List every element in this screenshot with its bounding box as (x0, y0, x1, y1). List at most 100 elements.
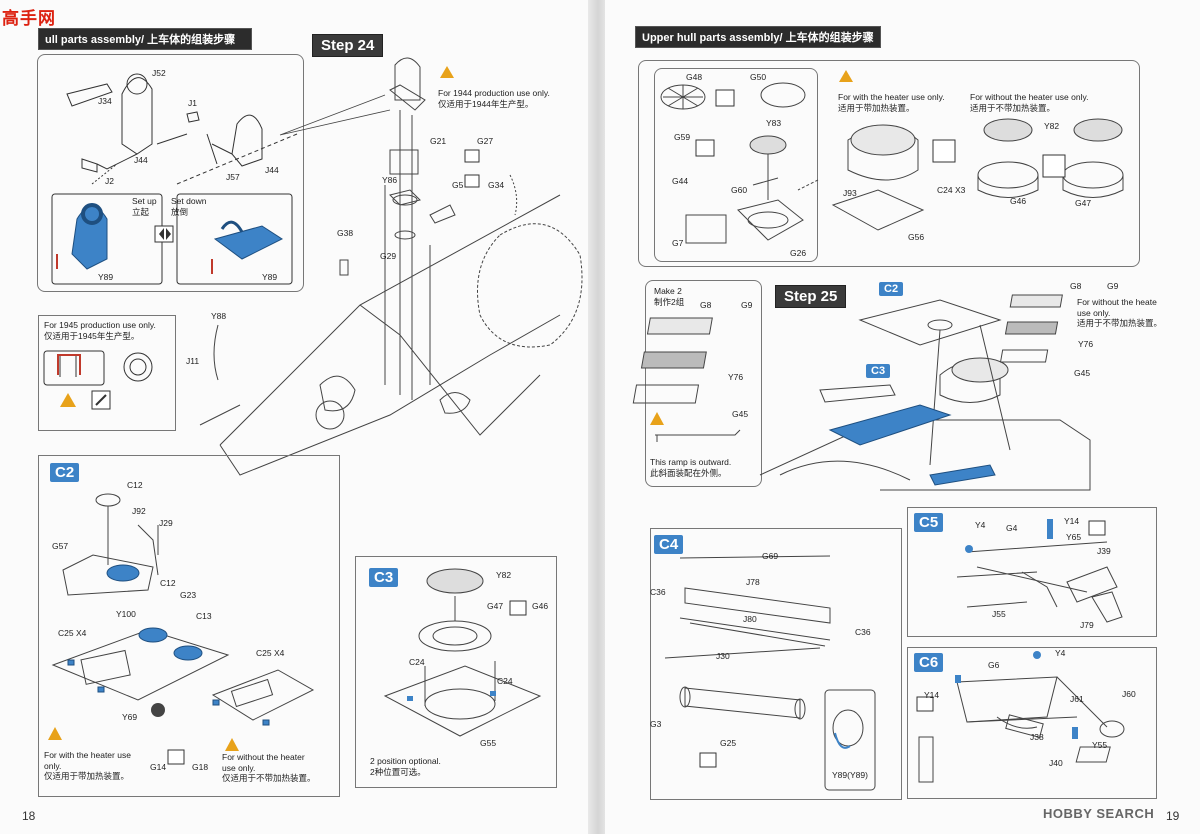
with-heater-text-right-cn: 适用于带加热装置。 (838, 102, 915, 113)
c3-badge-right: C3 (866, 364, 891, 378)
1945-note-text-cn: 仅适用于1945年生产型。 (44, 330, 140, 341)
part-J92: J92 (132, 506, 146, 516)
part-G47-right: G47 (1075, 198, 1092, 208)
part-J38: J38 (1030, 732, 1044, 742)
make2-drawing (632, 317, 741, 442)
part-Y100: Y100 (116, 609, 136, 619)
left-top-drawing (51, 73, 298, 285)
part-C24X3: C24 X3 (937, 185, 966, 195)
with-heater-note-left: For with the heater use only. 仅适用于带加热装置。 (44, 750, 134, 782)
part-G47-left: G47 (487, 601, 504, 611)
step24-main-drawing (199, 57, 583, 476)
part-C25X4a: C25 X4 (58, 628, 87, 638)
c6-frame (907, 647, 1157, 799)
part-G23: G23 (180, 590, 197, 600)
1944-note: For 1944 production use only. 仅适用于1944年生… (438, 88, 550, 109)
part-G69: G69 (762, 551, 779, 561)
part-G4: G4 (1006, 523, 1018, 533)
step-24-title: Step 24 (312, 34, 384, 57)
position-optional-note: 2 position optional. 2种位置可选。 (370, 756, 441, 777)
warning-icon (440, 66, 454, 78)
1944-note-text: For 1944 production use only. (438, 88, 550, 98)
part-J61: J61 (1070, 694, 1084, 704)
c3-badge-left: C3 (369, 568, 399, 587)
part-G55: G55 (480, 738, 497, 748)
part-Y65: Y65 (1066, 532, 1082, 542)
position-optional-text: 2 position optional. (370, 756, 441, 766)
part-Y76a: Y76 (728, 372, 744, 382)
without-heater2-text: For without the heate use only. (1077, 297, 1157, 318)
part-G9a: G9 (741, 300, 753, 310)
part-J34: J34 (98, 96, 112, 106)
part-G59: G59 (674, 132, 691, 142)
part-Y82-right: Y82 (1044, 121, 1060, 131)
part-G44: G44 (672, 176, 689, 186)
part-G45a: G45 (732, 409, 749, 419)
part-J11: J11 (186, 356, 200, 366)
with-heater-text-right: For with the heater use only. (838, 92, 945, 102)
make2-frame (645, 280, 762, 487)
step-25-title: Step 25 (775, 285, 847, 308)
part-G8a: G8 (700, 300, 712, 310)
without-heater-text-right: For without the heater use only. (970, 92, 1089, 102)
without-heater-note-right2: For without the heate use only. 适用于不带加热装… (1077, 297, 1172, 329)
part-G27: G27 (477, 136, 494, 146)
without-heater-text-left: For without the heater use only. (222, 752, 305, 773)
part-J29: J29 (159, 518, 173, 528)
part-G18: G18 (192, 762, 209, 772)
part-G29: G29 (380, 251, 397, 261)
part-G9b: G9 (1107, 281, 1119, 291)
part-G6: G6 (988, 660, 1000, 670)
page-gutter (588, 0, 608, 834)
part-G26: G26 (790, 248, 807, 258)
part-C25X4b: C25 X4 (256, 648, 285, 658)
1944-note-text-cn: 仅适用于1944年生产型。 (438, 98, 534, 109)
watermark-text: HOBBY SEARCH (1043, 806, 1155, 821)
with-heater-text-left: For with the heater use only. (44, 750, 131, 771)
part-G21: G21 (430, 136, 447, 146)
part-J44a: J44 (134, 155, 148, 165)
c6-drawing (916, 651, 1125, 783)
set-up-note: Set up 立起 (132, 196, 157, 217)
part-J30: J30 (716, 651, 730, 661)
part-G57: G57 (52, 541, 69, 551)
1945-note-text: For 1945 production use only. (44, 320, 156, 330)
step25-main-drawing (759, 294, 1091, 491)
part-J52: J52 (152, 68, 166, 78)
part-J60: J60 (1122, 689, 1136, 699)
part-G46-right: G46 (1010, 196, 1027, 206)
right-top-subframe (654, 68, 818, 262)
ramp-text: This ramp is outward. (650, 457, 732, 467)
part-J44b: J44 (265, 165, 279, 175)
set-down-text-cn: 放倒 (171, 206, 189, 217)
right-page-number: 19 (1166, 809, 1180, 823)
part-Y88: Y88 (211, 311, 227, 321)
set-up-text-cn: 立起 (132, 206, 150, 217)
part-Y82-left: Y82 (496, 570, 512, 580)
without-heater2-text-cn: 适用于不带加热装置。 (1077, 318, 1163, 329)
part-G8b: G8 (1070, 281, 1082, 291)
part-C36a: C36 (650, 587, 666, 597)
without-heater-note-right: For without the heater use only. 适用于不带加热… (970, 92, 1088, 113)
part-G34: G34 (488, 180, 505, 190)
part-J39: J39 (1097, 546, 1111, 556)
part-J57: J57 (226, 172, 240, 182)
site-logo: 高手网 (2, 4, 62, 30)
set-down-note: Set down 放倒 (171, 196, 206, 217)
part-G46-left: G46 (532, 601, 549, 611)
part-G25: G25 (720, 738, 737, 748)
part-C24b-left: C24 (497, 676, 513, 686)
c5-badge: C5 (914, 513, 944, 532)
part-C12a: C12 (127, 480, 143, 490)
left-page-number: 18 (22, 809, 36, 823)
part-G7: G7 (672, 238, 684, 248)
1945-note-frame (38, 315, 176, 431)
right-top-frame (638, 60, 1140, 267)
c4-drawing (664, 555, 876, 791)
part-J79: J79 (1080, 620, 1094, 630)
part-Y4a: Y4 (975, 520, 986, 530)
hobby-search-watermark: HOBBY SEARCH (1043, 806, 1154, 821)
without-heater-note-left: For without the heater use only. 仅适用于不带加… (222, 752, 318, 784)
part-C12b: C12 (160, 578, 176, 588)
part-J55: J55 (992, 609, 1006, 619)
